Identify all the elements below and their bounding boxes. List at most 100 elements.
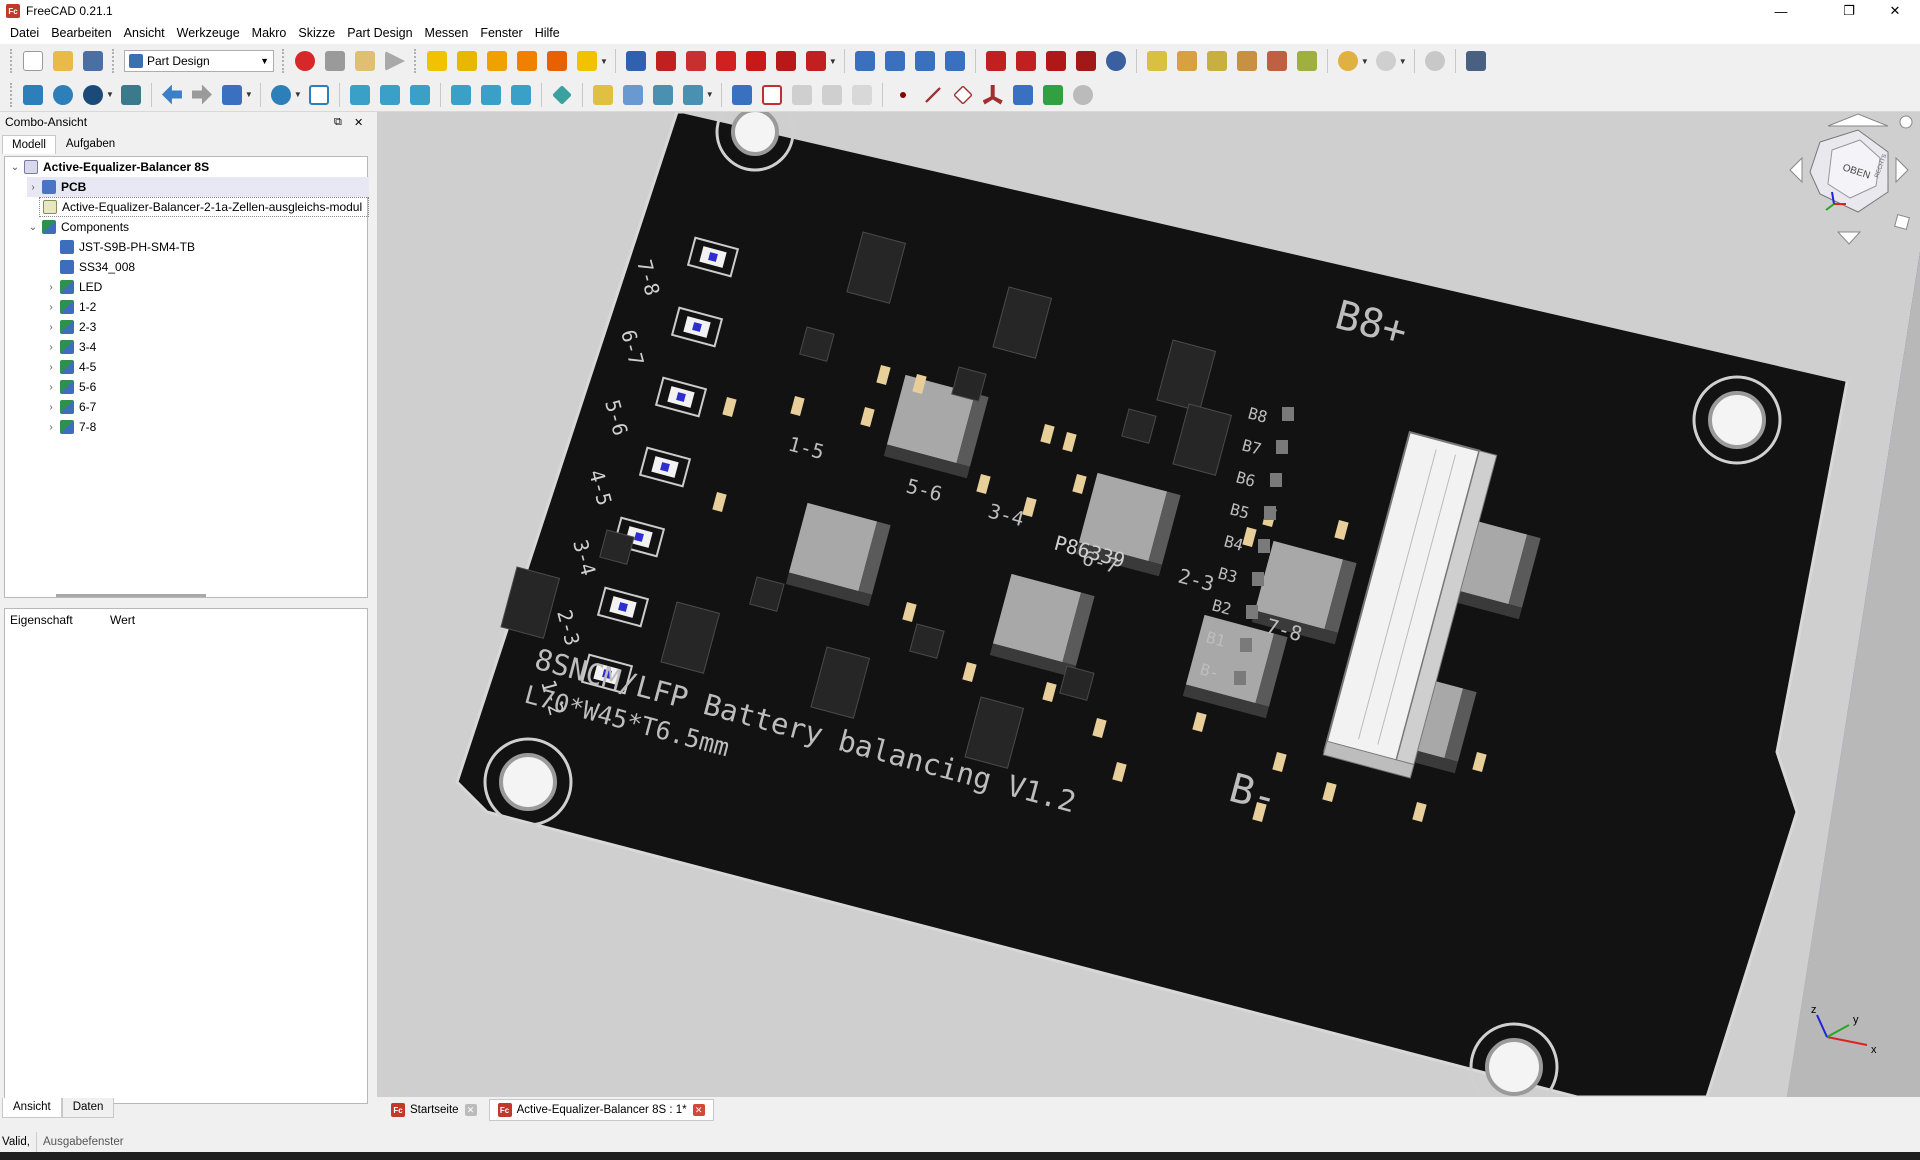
multi-transform-icon[interactable] — [942, 48, 968, 74]
clone-grey-icon[interactable] — [1070, 82, 1096, 108]
revolution-icon[interactable] — [454, 48, 480, 74]
draw-style-icon[interactable] — [80, 82, 106, 108]
new-sketch-icon[interactable] — [759, 82, 785, 108]
shape-binder-icon[interactable] — [819, 82, 845, 108]
mirrored-icon[interactable] — [852, 48, 878, 74]
menu-werkzeuge[interactable]: Werkzeuge — [176, 26, 240, 40]
datum-point-icon[interactable] — [890, 82, 916, 108]
menu-datei[interactable]: Datei — [10, 26, 40, 40]
view-right-icon[interactable] — [407, 82, 433, 108]
link-actions-icon[interactable] — [680, 82, 706, 108]
tree-item-6-7[interactable]: › 6-7 — [45, 397, 96, 417]
datum-plane-icon[interactable] — [950, 82, 976, 108]
toolbar-grip[interactable] — [282, 49, 286, 73]
tree-item-4-5[interactable]: › 4-5 — [45, 357, 96, 377]
menu-bearbeiten[interactable]: Bearbeiten — [51, 26, 112, 40]
close-icon[interactable]: ✕ — [692, 1104, 705, 1116]
view-top-icon[interactable] — [377, 82, 403, 108]
hole-icon[interactable] — [653, 48, 679, 74]
pad-icon[interactable] — [424, 48, 450, 74]
pocket-icon[interactable] — [623, 48, 649, 74]
subtractive-pipe-icon[interactable] — [743, 48, 769, 74]
isometric-view-icon[interactable] — [306, 82, 332, 108]
create-body-icon[interactable] — [729, 82, 755, 108]
view-left-icon[interactable] — [508, 82, 534, 108]
chevron-right-icon[interactable]: › — [49, 341, 53, 353]
tab-startseite[interactable]: Fc Startseite ✕ — [383, 1100, 485, 1120]
tree-item-led[interactable]: › LED — [45, 277, 102, 297]
chevron-down-icon[interactable]: ▼ — [1360, 56, 1369, 66]
edit-macro-icon[interactable] — [352, 48, 378, 74]
close-icon[interactable]: ✕ — [464, 1104, 477, 1116]
additive-loft-icon[interactable] — [484, 48, 510, 74]
fillet-icon[interactable] — [983, 48, 1009, 74]
chevron-down-icon[interactable]: ⌄ — [28, 221, 38, 233]
chevron-right-icon[interactable]: › — [49, 301, 53, 313]
additive-primitive-icon[interactable] — [574, 48, 600, 74]
measure-distance-icon[interactable] — [549, 82, 575, 108]
menu-fenster[interactable]: Fenster — [480, 26, 523, 40]
toolbar-grip[interactable] — [414, 49, 418, 73]
chevron-right-icon[interactable]: › — [49, 381, 53, 393]
chevron-right-icon[interactable]: › — [49, 401, 53, 413]
output-window-toggle[interactable]: Ausgabefenster — [36, 1131, 124, 1152]
redo-icon[interactable] — [1373, 48, 1399, 74]
groove-icon[interactable] — [683, 48, 709, 74]
navigation-cube[interactable]: OBEN RECHTS — [1780, 112, 1920, 252]
close-button[interactable]: ✕ — [1889, 3, 1901, 18]
undo-icon[interactable] — [1335, 48, 1361, 74]
save-icon[interactable] — [80, 48, 106, 74]
sub-shape-binder-green-icon[interactable] — [1040, 82, 1066, 108]
back-arrow-icon[interactable] — [159, 82, 185, 108]
minimize-button[interactable]: — — [1774, 3, 1788, 19]
thickness-icon[interactable] — [1073, 48, 1099, 74]
undock-icon[interactable]: ⧉ — [334, 116, 342, 128]
measure-angular-icon[interactable] — [1174, 48, 1200, 74]
workbench-selector[interactable]: Part Design ▼ — [124, 50, 274, 72]
chevron-down-icon[interactable]: ▼ — [244, 90, 253, 99]
tab-aufgaben[interactable]: Aufgaben — [65, 138, 116, 150]
subtractive-primitive-icon[interactable] — [803, 48, 829, 74]
chevron-down-icon[interactable]: ▼ — [705, 90, 714, 99]
fit-selection-icon[interactable] — [50, 82, 76, 108]
chevron-right-icon[interactable]: › — [49, 321, 53, 333]
stop-macro-icon[interactable] — [322, 48, 348, 74]
record-macro-icon[interactable] — [292, 48, 318, 74]
chevron-right-icon[interactable]: › — [49, 361, 53, 373]
tree-item-1-2[interactable]: › 1-2 — [45, 297, 96, 317]
chevron-down-icon[interactable]: ⌄ — [10, 161, 20, 173]
subtractive-loft-icon[interactable] — [713, 48, 739, 74]
run-macro-icon[interactable] — [382, 48, 408, 74]
clone-icon[interactable] — [849, 82, 875, 108]
make-link-icon[interactable] — [650, 82, 676, 108]
chevron-down-icon[interactable]: ▼ — [600, 56, 608, 66]
3d-view[interactable]: 7-8 6-7 5-6 4-5 3-4 2-3 1-2 5-6 6-7 7-8 … — [377, 112, 1920, 1097]
tree-item-pcb-sketch[interactable]: Active-Equalizer-Balancer-2-1a-Zellen-au… — [39, 197, 369, 217]
sync-view-icon[interactable] — [219, 82, 245, 108]
menu-messen[interactable]: Messen — [424, 26, 469, 40]
measure-linear-icon[interactable] — [1144, 48, 1170, 74]
tree-item-jst[interactable]: JST-S9B-PH-SM4-TB — [57, 237, 195, 257]
fit-all-icon[interactable] — [20, 82, 46, 108]
chevron-down-icon[interactable]: ▼ — [106, 90, 114, 99]
polar-pattern-icon[interactable] — [912, 48, 938, 74]
draft-icon[interactable] — [1043, 48, 1069, 74]
tree-item-7-8[interactable]: › 7-8 — [45, 417, 96, 437]
tree-item-pcb[interactable]: › PCB — [27, 177, 369, 197]
additive-pipe-icon[interactable] — [514, 48, 540, 74]
toolbar-grip[interactable] — [10, 49, 14, 73]
chevron-right-icon[interactable]: › — [49, 421, 53, 433]
view-rear-icon[interactable] — [448, 82, 474, 108]
menu-ansicht[interactable]: Ansicht — [123, 26, 165, 40]
local-coordinate-system-icon[interactable] — [980, 82, 1006, 108]
toolbar-grip[interactable] — [10, 82, 14, 107]
chevron-right-icon[interactable]: › — [49, 281, 53, 293]
toolbar-grip[interactable] — [112, 49, 116, 73]
chevron-down-icon[interactable]: ▼ — [293, 90, 302, 99]
menu-makro[interactable]: Makro — [251, 26, 287, 40]
tree-item-5-6[interactable]: › 5-6 — [45, 377, 96, 397]
menu-skizze[interactable]: Skizze — [298, 26, 336, 40]
tree-item-ss34[interactable]: SS34_008 — [57, 257, 135, 277]
create-part-icon[interactable] — [590, 82, 616, 108]
new-file-icon[interactable] — [20, 48, 46, 74]
